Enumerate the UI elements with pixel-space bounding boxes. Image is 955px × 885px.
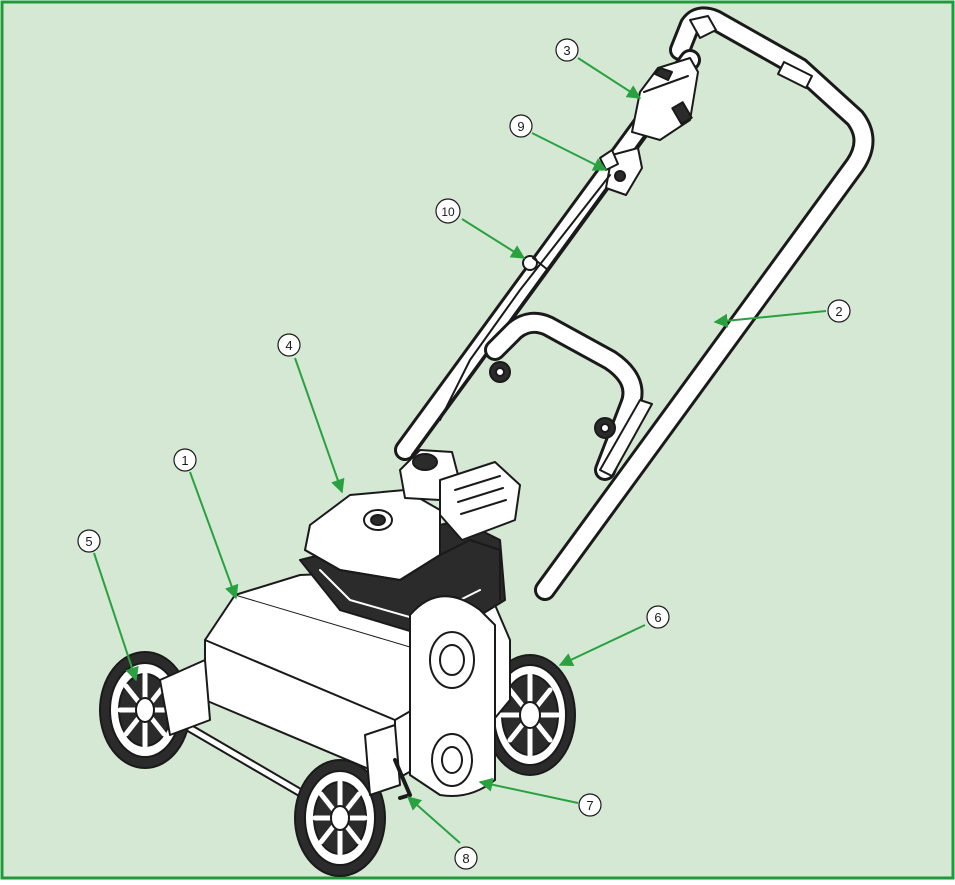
callout-8: 8 [454,846,478,870]
callout-label-6: 6 [654,610,661,625]
front-right-wheel [294,724,401,877]
front-left-wheel [99,651,211,769]
callout-2: 2 [827,299,851,323]
callout-label-9: 9 [517,119,524,134]
lower-handle-frame [484,311,653,481]
callout-label-1: 1 [181,453,188,468]
side-knobs [489,361,616,439]
engine [299,449,521,641]
callout-label-4: 4 [285,338,292,353]
callout-4: 4 [277,333,301,357]
leader-7 [478,777,579,804]
leader-lines [93,57,827,844]
height-adjust-lever [393,758,412,800]
grip [689,15,813,89]
callout-label-3: 3 [563,43,570,58]
leader-4 [294,357,345,494]
handle-knob [522,255,549,271]
leader-5 [93,552,139,682]
leader-8 [406,796,461,844]
callout-1: 1 [173,448,197,472]
callout-3: 3 [555,38,579,62]
callout-label-2: 2 [835,304,842,319]
callout-7: 7 [578,793,602,817]
dethatcher-illustration [99,6,875,877]
callout-5: 5 [77,529,101,553]
callout-badges: 1 2 3 4 5 6 7 8 [77,38,851,870]
callout-6: 6 [646,605,670,629]
callout-10: 10 [435,198,461,224]
throttle-control [631,57,699,141]
callout-label-8: 8 [462,851,469,866]
leader-2 [713,310,827,328]
leader-3 [577,57,642,99]
leader-6 [558,624,646,666]
callout-label-5: 5 [85,534,92,549]
callout-label-7: 7 [586,798,593,813]
belt-cover [409,595,496,797]
leader-9 [531,132,608,171]
leader-1 [189,471,239,600]
callout-9: 9 [509,114,533,138]
control-cable [439,174,611,421]
leader-10 [461,218,526,259]
callout-label-10: 10 [441,205,455,219]
